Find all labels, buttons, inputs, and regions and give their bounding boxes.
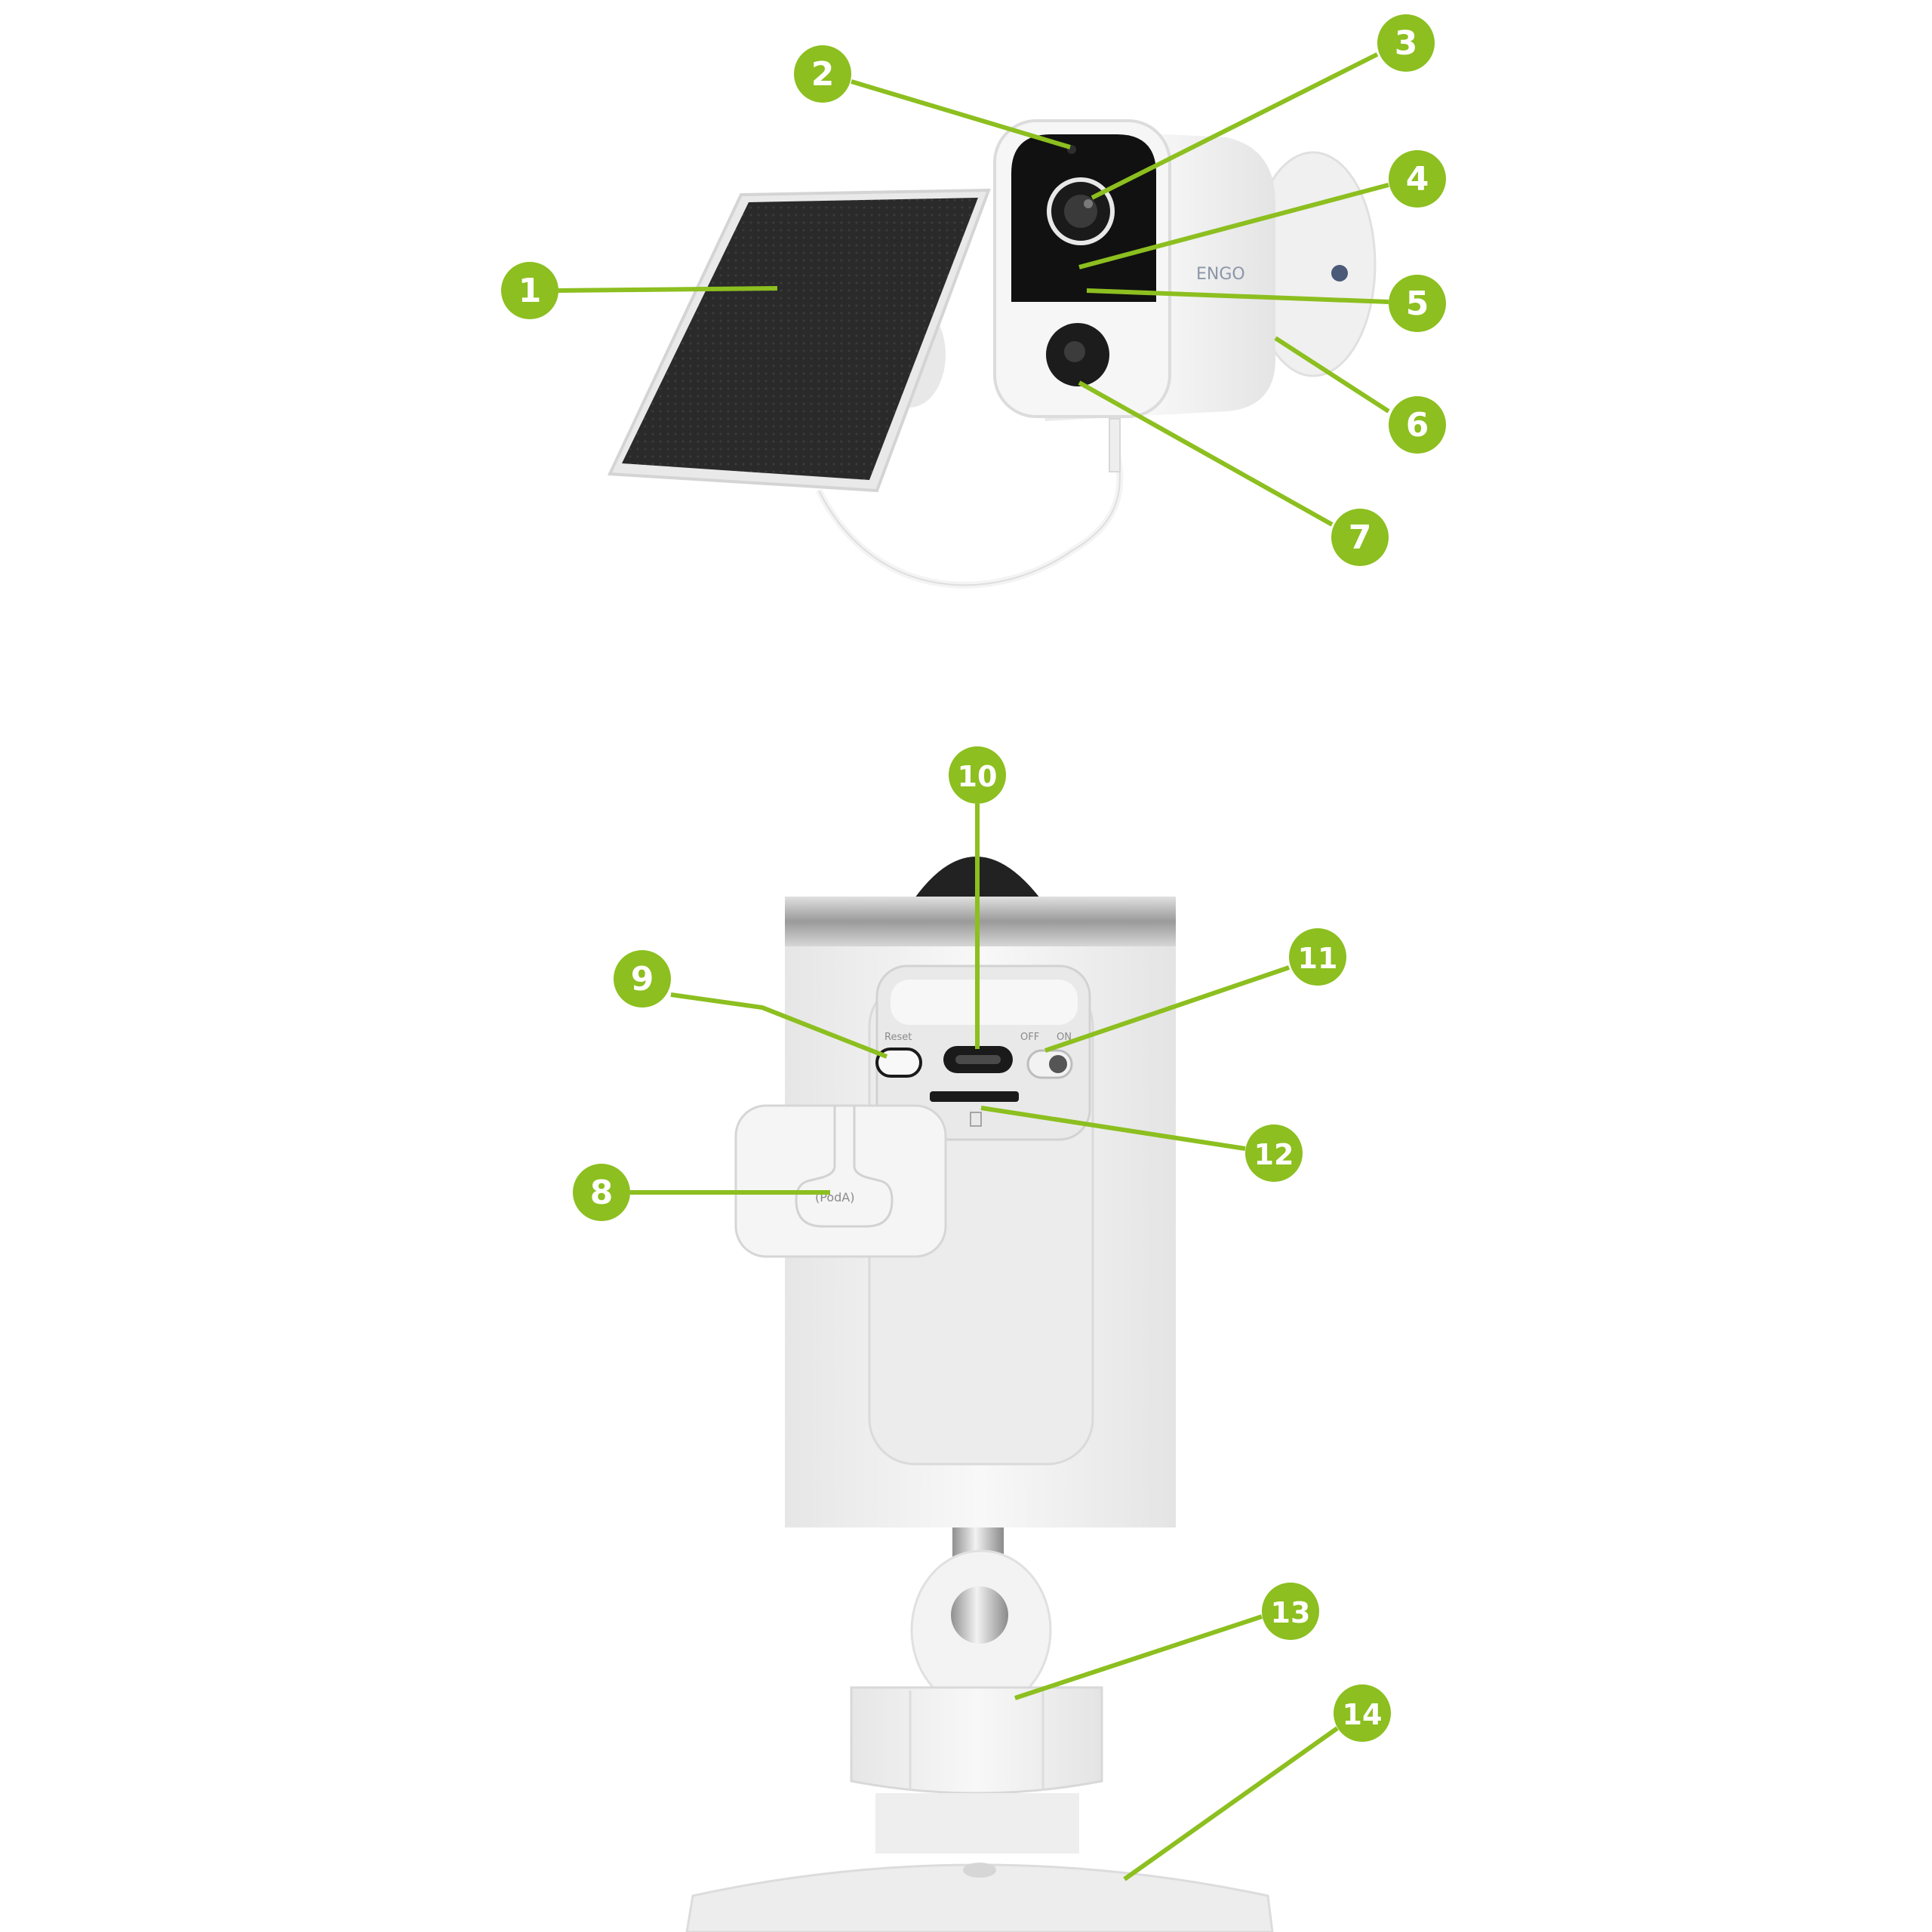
callout-8-badge: [573, 1164, 630, 1221]
callout-9: 9: [614, 950, 888, 1059]
solar-cable-edge: [818, 452, 1121, 586]
callout-1-leader-line: [558, 286, 778, 293]
callout-5-number: 5: [1406, 285, 1429, 323]
callout-2-number: 2: [811, 55, 835, 94]
cover-tab: [795, 1106, 894, 1228]
callout-2: 2: [794, 45, 1071, 149]
callout-8-number: 8: [590, 1174, 614, 1212]
callout-14-leader-line: [1123, 1726, 1339, 1881]
usb-c-port-inner: [955, 1055, 1001, 1064]
lens-inner: [1064, 195, 1097, 228]
callout-7-badge: [1331, 509, 1389, 566]
callout-3-leader-line: [1091, 52, 1379, 200]
sd-card-icon: [970, 1112, 982, 1127]
callout-7: 7: [1078, 380, 1389, 566]
callout-4-number: 4: [1406, 160, 1429, 198]
power-switch-knob: [1049, 1055, 1067, 1073]
reset-text: Reset: [884, 1032, 912, 1043]
rubber-cover: [734, 1104, 947, 1258]
callout-6-number: 6: [1406, 406, 1429, 445]
off-text: OFF: [1020, 1032, 1039, 1043]
callout-6-leader-line: [1274, 336, 1390, 414]
callout-3: 3: [1091, 14, 1435, 200]
callout-9-number: 9: [631, 960, 654, 998]
callout-10: 10: [949, 746, 1006, 1049]
callout-5-badge: [1389, 275, 1446, 332]
callout-10-badge: [949, 746, 1006, 804]
ball-joint: [951, 1586, 1008, 1644]
callout-11-leader-line: [1044, 965, 1290, 1053]
callout-9-leader-line: [670, 992, 888, 1059]
callout-13-leader-line: [1014, 1614, 1263, 1700]
solar-panel: [622, 198, 978, 480]
callout-11: 11: [1044, 928, 1346, 1053]
callout-14: 14: [1123, 1684, 1391, 1881]
callout-7-number: 7: [1349, 518, 1372, 557]
callout-6: 6: [1274, 336, 1446, 454]
callout-14-number: 14: [1343, 1698, 1383, 1731]
callout-11-badge: [1289, 928, 1346, 986]
metal-band: [785, 897, 1176, 946]
callout-9-badge: [614, 950, 671, 1008]
callout-14-badge: [1334, 1684, 1391, 1742]
solar-panel-assembly: [607, 188, 1124, 589]
bracket-screw-icon: [1331, 265, 1348, 281]
callout-6-badge: [1389, 396, 1446, 454]
callout-13-number: 13: [1271, 1596, 1311, 1629]
port-recess-lip: [891, 980, 1078, 1025]
callout-12-number: 12: [1254, 1138, 1294, 1171]
callout-1-badge: [501, 262, 558, 319]
callout-1: 1: [501, 262, 778, 319]
callout-4-leader-line: [1078, 183, 1389, 269]
sd-card-slot: [930, 1091, 1019, 1102]
callout-4-badge: [1389, 150, 1446, 208]
locking-nut: [850, 1686, 1103, 1795]
cable-plug: [1109, 418, 1121, 472]
on-text: ON: [1057, 1032, 1072, 1043]
camera-rear-assembly: Reset OFF ON (PodA): [685, 857, 1274, 1932]
lens-glint: [1084, 199, 1093, 208]
brand-logo: ENGO: [1196, 265, 1245, 284]
callout-13: 13: [1014, 1583, 1319, 1700]
callout-3-badge: [1377, 14, 1435, 72]
callout-2-leader-line: [851, 79, 1071, 149]
callout-5-leader-line: [1086, 288, 1389, 304]
callout-2-badge: [794, 45, 851, 103]
pir-sensor-inner: [1064, 341, 1085, 362]
callout-1-number: 1: [518, 272, 542, 310]
callout-7-leader-line: [1078, 380, 1334, 527]
callout-10-number: 10: [958, 760, 998, 793]
callout-13-badge: [1262, 1583, 1319, 1640]
callout-3-number: 3: [1395, 24, 1418, 63]
callout-4: 4: [1078, 150, 1446, 269]
callout-12-leader-line: [980, 1106, 1246, 1151]
callout-5: 5: [1086, 275, 1446, 332]
callout-12-badge: [1245, 1124, 1303, 1182]
base-stem: [875, 1793, 1079, 1854]
reset-button: [875, 1048, 922, 1078]
callout-8: 8: [573, 1164, 830, 1221]
callout-12: 12: [980, 1106, 1303, 1182]
callout-11-number: 11: [1298, 942, 1338, 975]
base-screw-hole: [963, 1863, 996, 1878]
